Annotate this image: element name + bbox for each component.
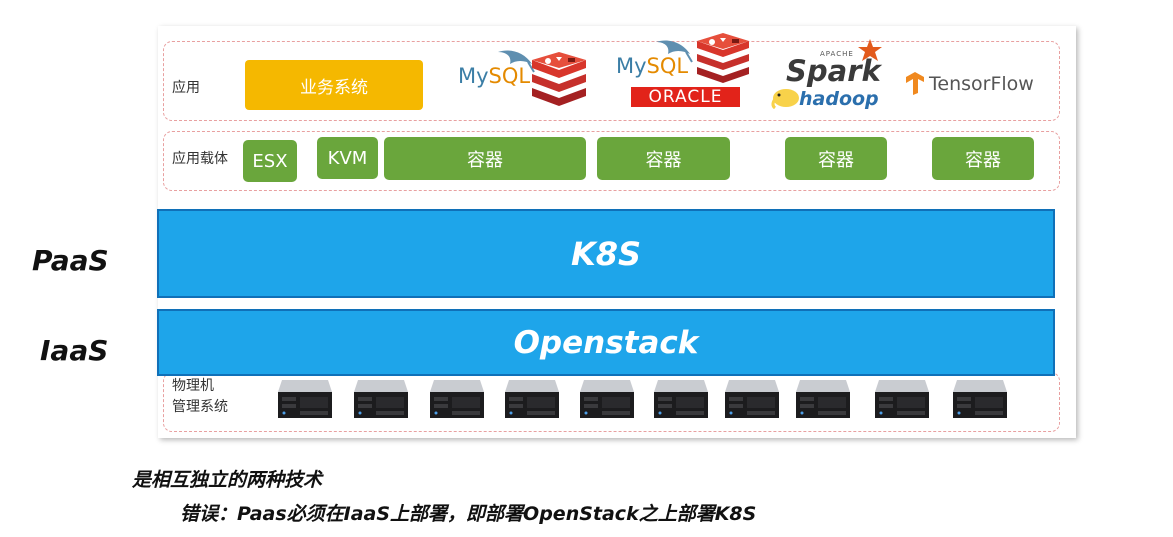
caption-line-2: 错误：Paas必须在IaaS上部署，即部署OpenStack之上部署K8S <box>180 503 757 525</box>
mysql-dolphin-icon <box>498 50 535 73</box>
carrier-container: 容器 <box>785 137 887 180</box>
carrier-kvm: KVM <box>317 137 378 179</box>
redis-icon <box>697 33 749 83</box>
k8s-layer: K8S <box>157 209 1055 298</box>
spark-star-icon <box>858 39 882 61</box>
spark-logo-text: Spark <box>786 54 881 88</box>
mysql-sql-text: SQL <box>488 64 531 88</box>
server-icon <box>503 378 561 420</box>
carrier-esx: ESX <box>243 140 297 182</box>
server-icon <box>873 378 931 420</box>
mysql-logo-2: MySQL <box>616 34 696 82</box>
spark-apache-text: APACHE <box>820 50 854 58</box>
tensorflow-logo-text: TensorFlow <box>929 73 1034 95</box>
mysql-my-text: My <box>616 54 647 78</box>
server-icon <box>276 378 334 420</box>
server-icon <box>652 378 710 420</box>
iaas-label: IaaS <box>40 334 109 367</box>
server-icon <box>578 378 636 420</box>
redis-icon <box>532 52 586 106</box>
mysql-logo: MySQL <box>458 44 538 92</box>
carrier-container: 容器 <box>384 137 586 180</box>
carrier-container: 容器 <box>932 137 1034 180</box>
application-row <box>163 41 1060 121</box>
paas-label: PaaS <box>32 244 109 277</box>
mysql-sql-text: SQL <box>646 54 689 78</box>
openstack-layer: Openstack <box>157 309 1055 376</box>
carrier-row-label: 应用载体 <box>172 151 228 167</box>
caption-line-1: 是相互独立的两种技术 <box>132 469 323 491</box>
server-icon <box>951 378 1009 420</box>
carrier-container: 容器 <box>597 137 730 180</box>
mysql-dolphin-icon <box>656 40 693 63</box>
hadoop-logo-text: hadoop <box>799 88 879 110</box>
hadoop-elephant-icon <box>771 89 799 109</box>
oracle-logo: ORACLE <box>631 87 740 107</box>
server-icon <box>428 378 486 420</box>
tensorflow-icon <box>906 72 924 95</box>
server-icon <box>794 378 852 420</box>
carrier-row <box>163 131 1060 191</box>
server-icon <box>352 378 410 420</box>
mysql-my-text: My <box>458 64 489 88</box>
physical-row-label-2: 管理系统 <box>172 399 228 415</box>
physical-row-label-1: 物理机 <box>172 378 214 394</box>
server-icon <box>723 378 781 420</box>
application-row-label: 应用 <box>172 80 200 96</box>
business-system-box: 业务系统 <box>245 60 423 110</box>
